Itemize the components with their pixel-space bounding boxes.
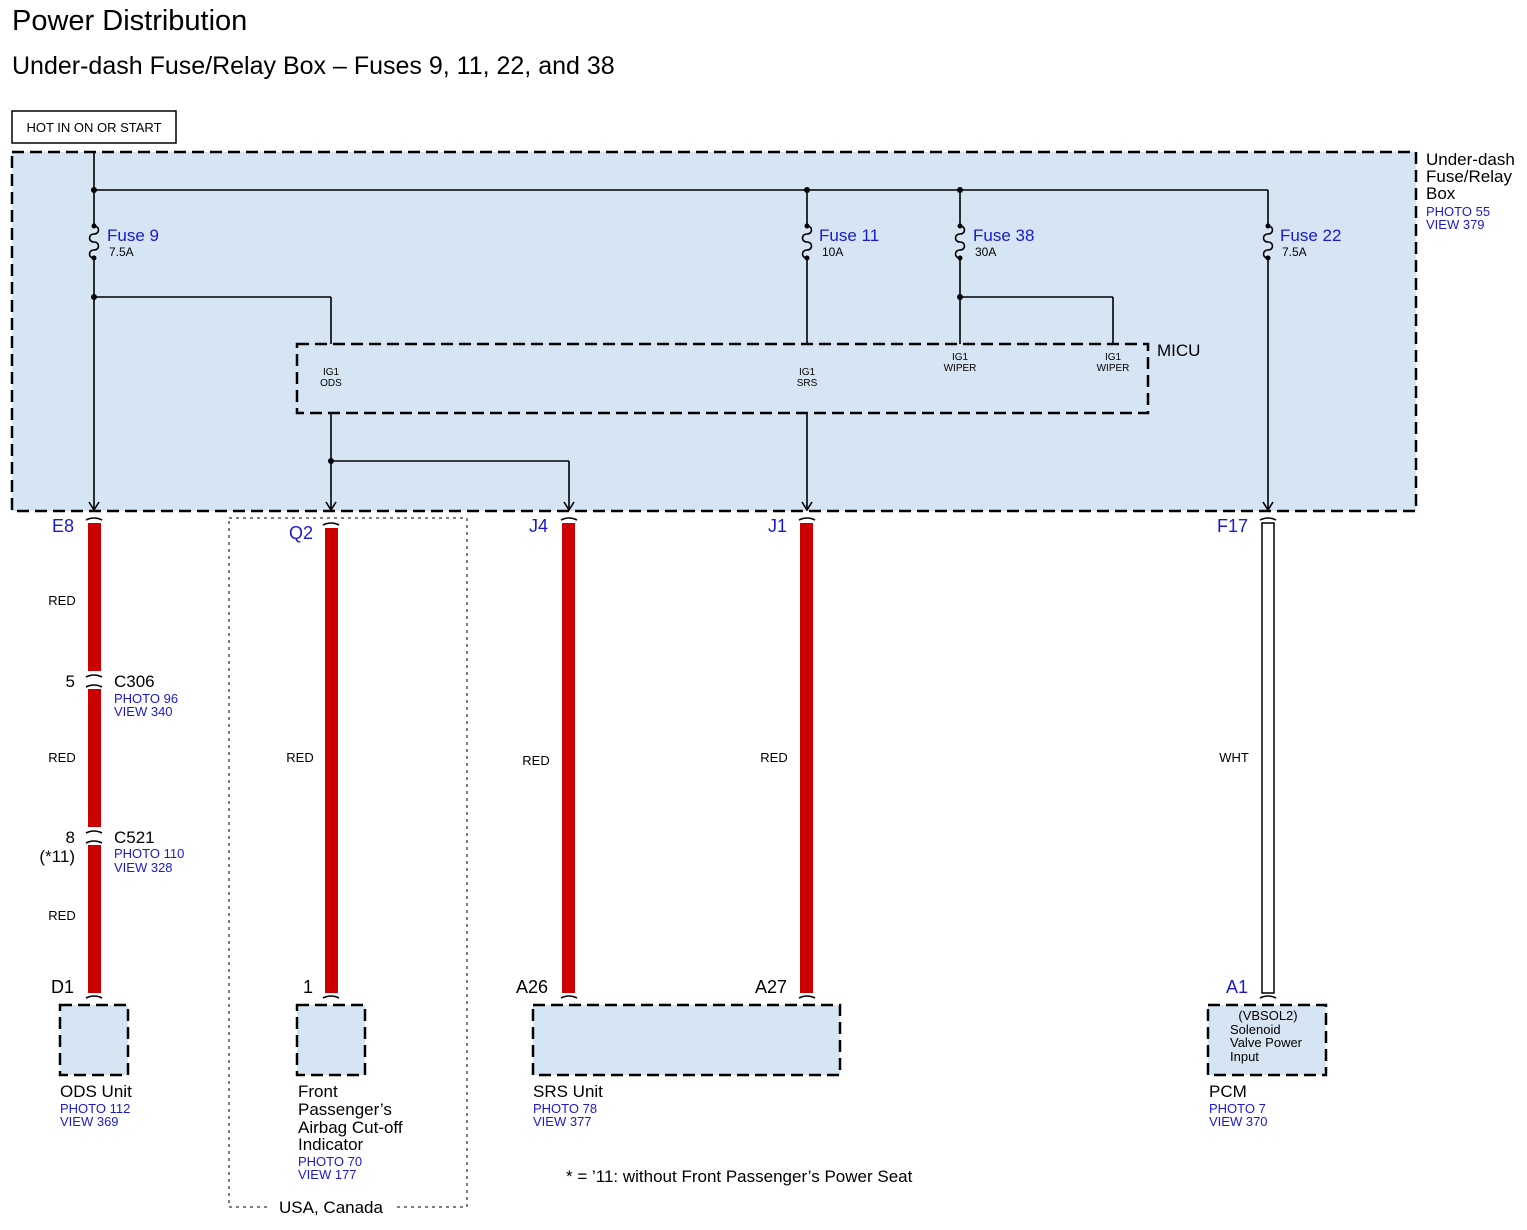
ods-unit-photo: PHOTO 112	[60, 1101, 130, 1116]
fuse-11-rating: 10A	[822, 245, 843, 259]
indicator-name-line3: Airbag Cut-off	[298, 1118, 403, 1137]
srs-unit-pin-a27: A27	[755, 977, 787, 997]
fuse-box-photo: PHOTO 55	[1426, 204, 1490, 219]
fuse-box-name-line2: Fuse/Relay	[1426, 167, 1512, 186]
terminal-e8: E8	[52, 516, 74, 536]
wire-color-j4: RED	[522, 753, 549, 768]
connector-c521-note: (*11)	[39, 847, 75, 866]
fuse-11-label: Fuse 11	[819, 226, 879, 245]
connector-c521-name: C521	[114, 828, 155, 847]
fuse-9-rating: 7.5A	[109, 245, 134, 259]
connector-c306-photo: PHOTO 96	[114, 691, 178, 706]
page-subtitle: Under-dash Fuse/Relay Box – Fuses 9, 11,…	[12, 52, 615, 80]
fuse-22-label: Fuse 22	[1280, 226, 1341, 245]
wire-color-j1: RED	[760, 750, 787, 765]
footnote: * = ’11: without Front Passenger’s Power…	[566, 1167, 913, 1186]
fuse-38-label: Fuse 38	[973, 226, 1034, 245]
usa-canada-label-bg	[268, 1196, 394, 1218]
fuse-box-view: VIEW 379	[1426, 217, 1485, 232]
terminal-j4: J4	[529, 516, 548, 536]
ods-unit-box	[58, 1003, 130, 1077]
usa-canada-label: USA, Canada	[279, 1198, 383, 1217]
power-bus	[91, 152, 1268, 193]
terminal-j1: J1	[768, 516, 787, 536]
pcm-inner-line3: Valve Power	[1230, 1035, 1303, 1050]
indicator-name-line2: Passenger’s	[298, 1100, 392, 1119]
page-title: Power Distribution	[12, 5, 247, 37]
pcm-photo: PHOTO 7	[1209, 1101, 1266, 1116]
fuse-box-name-line3: Box	[1426, 184, 1456, 203]
micu-pin-wiper2-line2: WIPER	[1097, 363, 1130, 374]
power-label: HOT IN ON OR START	[26, 120, 161, 135]
wire-color-e8-top: RED	[48, 593, 75, 608]
micu-srs-output	[801, 413, 813, 512]
fuse-box-region	[10, 150, 1418, 513]
fuse-11-branch	[801, 190, 813, 344]
srs-unit-view: VIEW 377	[533, 1114, 592, 1129]
wire-f17	[1259, 517, 1277, 999]
indicator-photo: PHOTO 70	[298, 1154, 362, 1169]
ods-unit-view: VIEW 369	[60, 1114, 119, 1129]
micu-label: MICU	[1157, 341, 1200, 360]
indicator-pin: 1	[303, 977, 313, 997]
wire-j1	[798, 517, 816, 999]
connector-c521-pin: 8	[66, 828, 75, 847]
pcm-box	[1206, 1003, 1328, 1077]
pcm-pin-a1: A1	[1226, 977, 1248, 997]
indicator-name-line1: Front	[298, 1082, 338, 1101]
wire-color-e8-bot: RED	[48, 908, 75, 923]
fuse-22-branch	[1262, 190, 1274, 512]
micu-pin-ods-line1: IG1	[323, 367, 340, 378]
wire-ods-e8	[85, 517, 103, 999]
micu-pin-wiper1-line1: IG1	[952, 352, 969, 363]
micu-pin-wiper2-line1: IG1	[1105, 352, 1122, 363]
wire-color-e8-mid: RED	[48, 750, 75, 765]
micu-box	[295, 342, 1150, 415]
srs-unit-pin-a26: A26	[516, 977, 548, 997]
fuse-9-label: Fuse 9	[107, 226, 159, 245]
ods-unit-pin: D1	[51, 977, 74, 997]
terminal-f17: F17	[1217, 516, 1248, 536]
wire-q2	[322, 522, 340, 999]
power-label-box	[11, 110, 177, 144]
srs-unit-photo: PHOTO 78	[533, 1101, 597, 1116]
fuse-22-rating: 7.5A	[1282, 245, 1307, 259]
connector-c521-photo: PHOTO 110	[114, 846, 184, 861]
fuse-38-rating: 30A	[975, 245, 996, 259]
micu-pin-wiper1-line2: WIPER	[944, 363, 977, 374]
fuse-box-name-line1: Under-dash	[1426, 150, 1515, 169]
srs-unit-box	[531, 1003, 842, 1077]
indicator-view: VIEW 177	[298, 1167, 357, 1182]
indicator-box	[295, 1003, 367, 1077]
fuse-38-branch	[954, 190, 1114, 344]
pcm-inner-line2: Solenoid	[1230, 1022, 1281, 1037]
terminal-q2: Q2	[289, 523, 313, 543]
ods-unit-name: ODS Unit	[60, 1082, 132, 1101]
connector-c306-view: VIEW 340	[114, 704, 173, 719]
connector-c306-name: C306	[114, 672, 155, 691]
indicator-name-line4: Indicator	[298, 1135, 364, 1154]
pcm-name: PCM	[1209, 1082, 1247, 1101]
wire-color-q2: RED	[286, 750, 313, 765]
pcm-view: VIEW 370	[1209, 1114, 1268, 1129]
connector-c521-view: VIEW 328	[114, 860, 173, 875]
micu-ods-output	[325, 413, 575, 512]
micu-pin-srs-line1: IG1	[799, 367, 816, 378]
micu-pin-ods-line2: ODS	[320, 378, 342, 389]
connector-c306-pin: 5	[66, 672, 75, 691]
pcm-inner-line1: (VBSOL2)	[1238, 1008, 1297, 1023]
micu-pin-srs-line2: SRS	[797, 378, 818, 389]
srs-unit-name: SRS Unit	[533, 1082, 603, 1101]
fuse-9-branch	[88, 190, 332, 512]
pcm-inner-line4: Input	[1230, 1049, 1259, 1064]
wire-j4	[560, 517, 578, 999]
wire-color-f17: WHT	[1219, 750, 1249, 765]
